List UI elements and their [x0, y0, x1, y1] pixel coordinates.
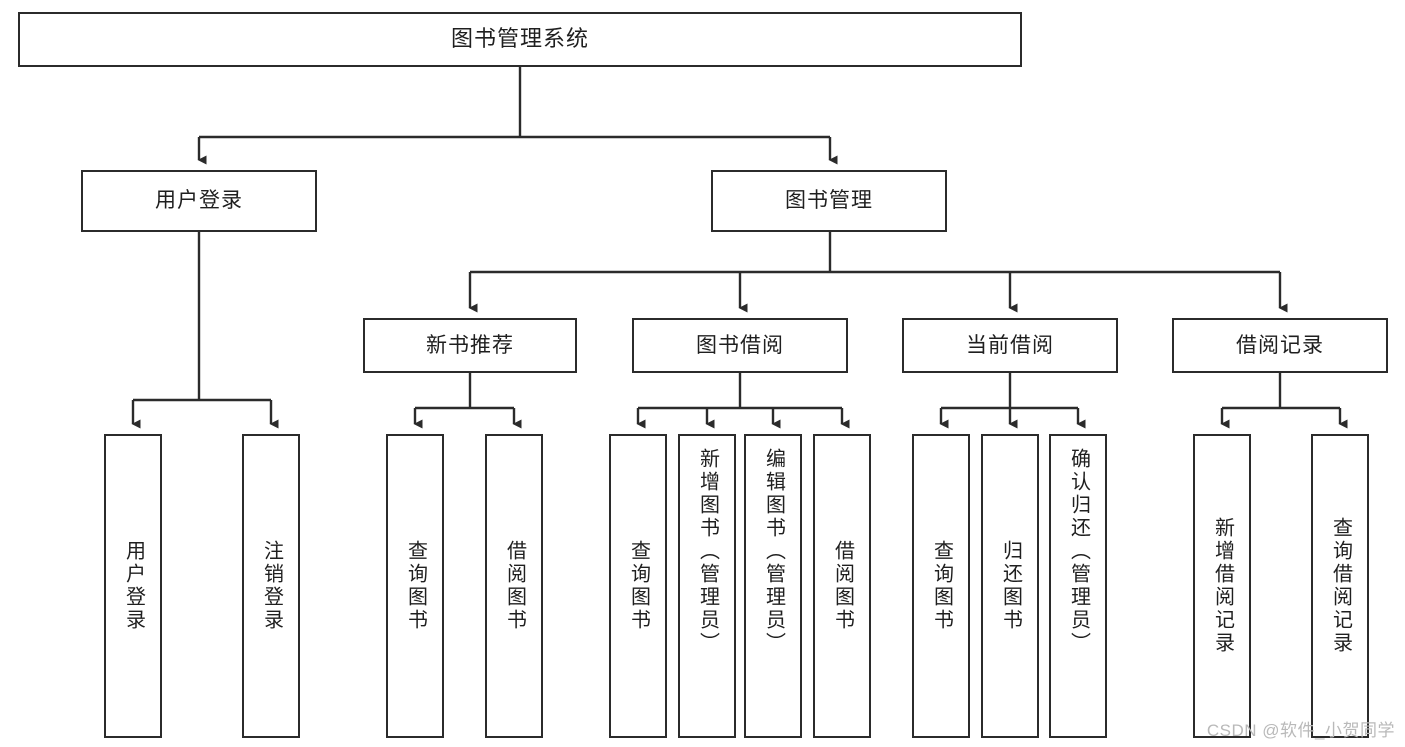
leaf-add-record[interactable]: 新增借阅记录	[1193, 434, 1251, 738]
leaf-add-record-label: 新增借阅记录	[1211, 517, 1234, 655]
leaf-edit-book-label: 编辑图书（管理员）	[762, 448, 785, 655]
leaf-query-book-1-label: 查询图书	[404, 540, 427, 632]
node-borrow-record[interactable]: 借阅记录	[1172, 318, 1388, 373]
node-current-borrow-label: 当前借阅	[966, 333, 1054, 357]
leaf-confirm-return[interactable]: 确认归还（管理员）	[1049, 434, 1107, 738]
node-book-management-label: 图书管理	[785, 189, 873, 213]
leaf-borrow-book-1-label: 借阅图书	[503, 540, 526, 632]
leaf-query-book-2-label: 查询图书	[627, 540, 650, 632]
leaf-borrow-book-2[interactable]: 借阅图书	[813, 434, 871, 738]
leaf-user-login[interactable]: 用户登录	[104, 434, 162, 738]
leaf-logout-login-label: 注销登录	[260, 540, 283, 632]
leaf-return-book[interactable]: 归还图书	[981, 434, 1039, 738]
leaf-query-book-2[interactable]: 查询图书	[609, 434, 667, 738]
node-book-borrow[interactable]: 图书借阅	[632, 318, 848, 373]
node-new-book-recommend[interactable]: 新书推荐	[363, 318, 577, 373]
leaf-user-login-label: 用户登录	[122, 540, 145, 632]
node-root-label: 图书管理系统	[450, 26, 589, 52]
leaf-confirm-return-label: 确认归还（管理员）	[1067, 448, 1090, 655]
leaf-add-book-label: 新增图书（管理员）	[696, 448, 719, 655]
leaf-query-book-3-label: 查询图书	[930, 540, 953, 632]
leaf-return-book-label: 归还图书	[999, 540, 1022, 632]
leaf-edit-book[interactable]: 编辑图书（管理员）	[744, 434, 802, 738]
node-user-login-label: 用户登录	[155, 189, 243, 213]
node-book-borrow-label: 图书借阅	[696, 333, 784, 357]
node-borrow-record-label: 借阅记录	[1236, 333, 1324, 357]
node-book-management[interactable]: 图书管理	[711, 170, 947, 232]
node-user-login[interactable]: 用户登录	[81, 170, 317, 232]
csdn-watermark: CSDN @软件_小贺同学	[1206, 721, 1395, 740]
leaf-query-record[interactable]: 查询借阅记录	[1311, 434, 1369, 738]
node-current-borrow[interactable]: 当前借阅	[902, 318, 1118, 373]
leaf-logout-login[interactable]: 注销登录	[242, 434, 300, 738]
leaf-query-book-1[interactable]: 查询图书	[386, 434, 444, 738]
leaf-query-record-label: 查询借阅记录	[1329, 517, 1352, 655]
leaf-query-book-3[interactable]: 查询图书	[912, 434, 970, 738]
leaf-borrow-book-1[interactable]: 借阅图书	[485, 434, 543, 738]
leaf-add-book[interactable]: 新增图书（管理员）	[678, 434, 736, 738]
node-root[interactable]: 图书管理系统	[18, 12, 1022, 67]
leaf-borrow-book-2-label: 借阅图书	[831, 540, 854, 632]
node-new-book-recommend-label: 新书推荐	[426, 333, 514, 357]
